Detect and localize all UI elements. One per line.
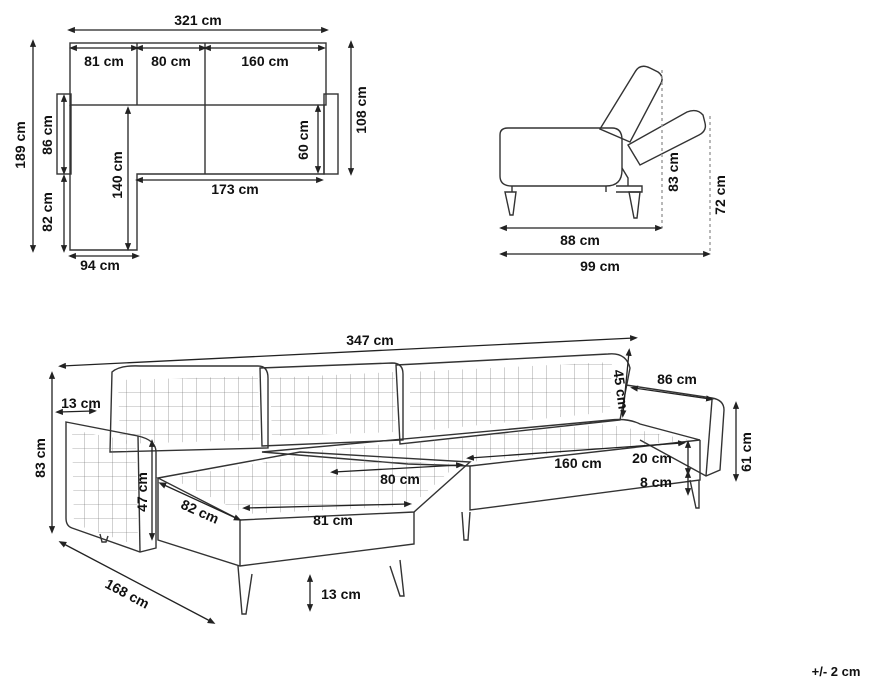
persp-arm-width: 13 cm — [61, 395, 101, 411]
persp-base-height: 8 cm — [640, 474, 672, 490]
top-chaise-total-length: 189 cm — [12, 121, 28, 168]
persp-cushion-height: 20 cm — [632, 450, 672, 466]
top-upper-depth: 86 cm — [39, 115, 55, 155]
persp-total-height: 83 cm — [32, 438, 48, 478]
side-view-outline — [499, 65, 707, 219]
top-chaise-width: 94 cm — [80, 257, 120, 273]
persp-arm-length: 86 cm — [657, 371, 697, 387]
persp-chaise-depth: 81 cm — [313, 512, 353, 528]
side-total-depth: 99 cm — [580, 258, 620, 274]
side-view: 83 cm 72 cm 88 cm 99 cm — [499, 65, 728, 274]
persp-arm-height: 61 cm — [738, 432, 754, 472]
persp-total-width: 347 cm — [346, 332, 393, 348]
top-seat-depth: 60 cm — [295, 120, 311, 160]
top-section-2: 80 cm — [151, 53, 191, 69]
top-view: 321 cm 81 cm 80 cm 160 cm 108 cm 60 cm 1… — [12, 12, 369, 273]
persp-chaise-width: 82 cm — [179, 496, 222, 527]
top-chaise-seat-width: 173 cm — [211, 181, 258, 197]
top-section-3: 160 cm — [241, 53, 288, 69]
side-back-height: 83 cm — [665, 152, 681, 192]
side-seat-depth: 88 cm — [560, 232, 600, 248]
persp-backrest-height: 45 cm — [610, 369, 631, 411]
top-total-width: 321 cm — [174, 12, 221, 28]
persp-chaise-arm-height: 47 cm — [134, 472, 150, 512]
tolerance-note: +/- 2 cm — [812, 664, 861, 679]
persp-section-mid: 80 cm — [380, 471, 420, 487]
top-chaise-seat-length: 140 cm — [109, 151, 125, 198]
top-section-1: 81 cm — [84, 53, 124, 69]
side-armrest-height: 72 cm — [712, 175, 728, 215]
persp-chaise-total-length: 168 cm — [103, 575, 152, 611]
persp-section-right: 160 cm — [554, 455, 601, 471]
top-chaise-extension: 82 cm — [39, 192, 55, 232]
perspective-view: 347 cm 45 cm 86 cm 13 cm 83 cm 61 cm 80 … — [32, 332, 754, 624]
top-total-depth: 108 cm — [353, 86, 369, 133]
persp-leg-height: 13 cm — [321, 586, 361, 602]
